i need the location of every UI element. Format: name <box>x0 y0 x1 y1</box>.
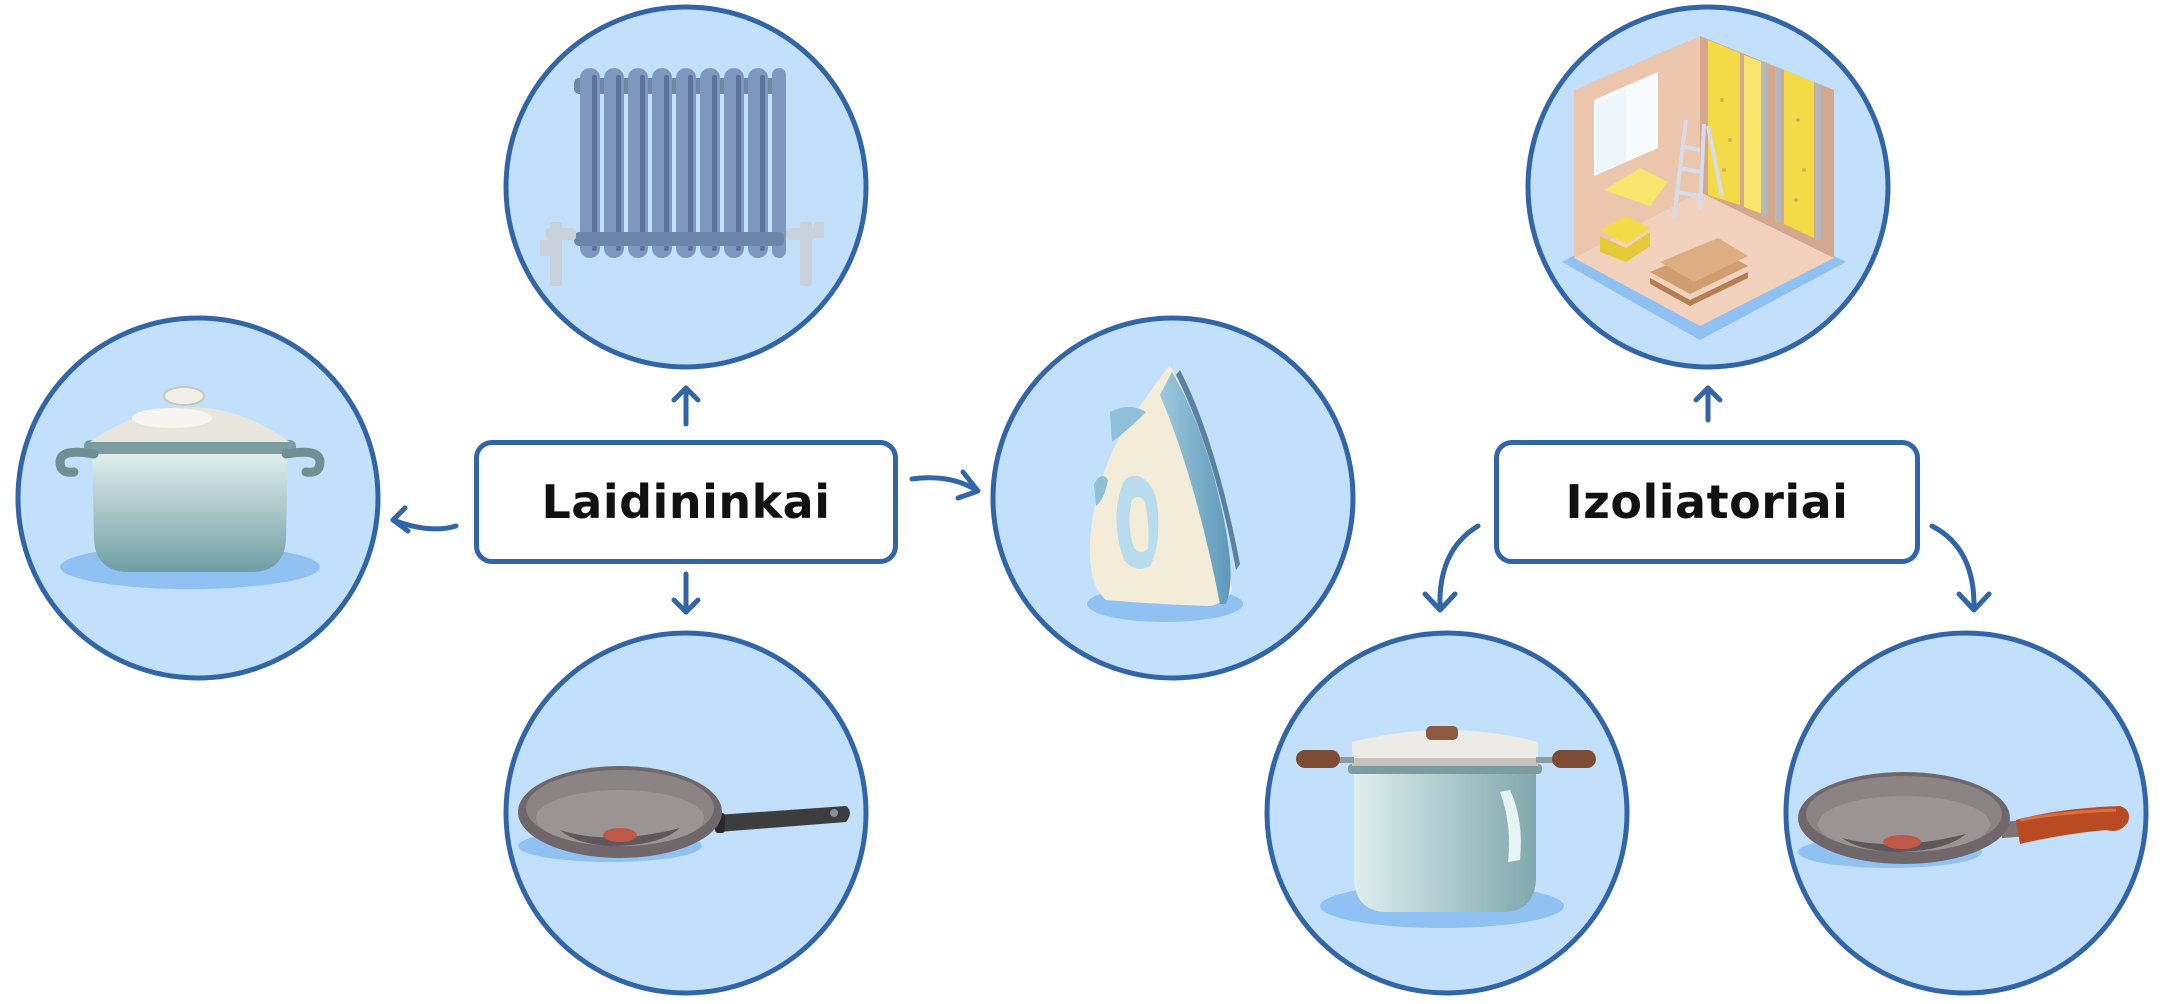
arrow-to-cooking-pot <box>390 505 459 534</box>
cooking-pot-icon <box>55 386 325 589</box>
arrow-to-clothes-iron <box>909 469 981 501</box>
insulators-label: Izoliatoriai <box>1494 440 1920 564</box>
arrow-to-pan-wooden-handle <box>1929 523 1992 613</box>
frying-pan-icon <box>518 766 850 862</box>
arrow-to-frying-pan <box>671 571 701 615</box>
connectors <box>390 385 1992 615</box>
arrow-to-radiator <box>671 385 701 427</box>
conductors-label-text: Laidininkai <box>541 475 831 529</box>
conductors-label: Laidininkai <box>474 440 898 564</box>
clothes-iron-icon <box>1087 365 1243 622</box>
pan-with-wooden-handle-icon <box>1798 772 2129 868</box>
insulated-room-icon <box>1562 36 1846 340</box>
arrow-to-pot-wooden-handles <box>1422 523 1481 613</box>
insulators-label-text: Izoliatoriai <box>1565 475 1849 529</box>
arrow-to-insulated-room <box>1693 385 1723 423</box>
radiator-icon <box>540 68 824 286</box>
pot-with-wooden-handles-icon <box>1296 726 1596 928</box>
